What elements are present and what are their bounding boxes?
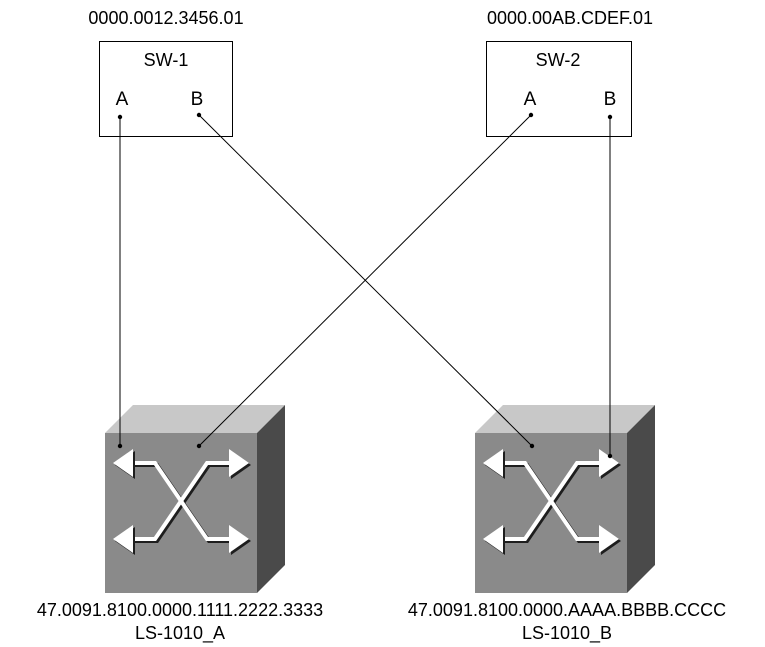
- dot-lsb-right: [607, 453, 613, 459]
- sw1-address: 0000.0012.3456.01: [88, 8, 243, 28]
- ls1010-a-address: 47.0091.8100.0000.1111.2222.3333: [37, 600, 323, 620]
- sw1-port-a-label: A: [116, 89, 129, 110]
- dot-sw1-a: [117, 114, 123, 120]
- ls1010-b-address: 47.0091.8100.0000.AAAA.BBBB.CCCC: [408, 600, 726, 620]
- sw2-address: 0000.00AB.CDEF.01: [487, 8, 653, 28]
- port-dots: [117, 112, 613, 459]
- dot-sw1-b: [196, 112, 202, 118]
- sw2-port-a-label: A: [524, 89, 537, 110]
- ls1010-a-switch-icon: [103, 403, 287, 595]
- sw2-node: SW-2 A B: [486, 41, 632, 137]
- ls1010-a-name: LS-1010_A: [135, 623, 225, 644]
- ls1010-b-name: LS-1010_B: [522, 623, 612, 644]
- dot-lsb-left: [529, 443, 535, 449]
- sw2-name: SW-2: [536, 50, 581, 70]
- sw1-name: SW-1: [144, 50, 189, 70]
- sw2-port-b-label: B: [604, 89, 617, 110]
- dot-sw2-a: [528, 112, 534, 118]
- sw1-port-b-label: B: [191, 89, 204, 110]
- dot-sw2-b: [607, 114, 613, 120]
- ls1010-b-switch-icon: [473, 403, 657, 595]
- link-sw2a-lsa: [198, 114, 532, 447]
- dot-lsa-right: [196, 443, 202, 449]
- links: [119, 114, 611, 456]
- sw1-node: SW-1 A B: [99, 41, 233, 137]
- dot-lsa-left: [117, 443, 123, 449]
